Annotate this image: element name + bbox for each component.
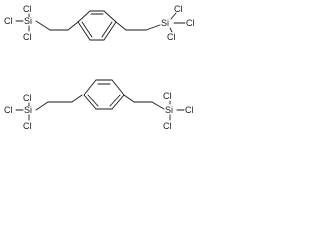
left-cl-bottom-label: Cl: [23, 121, 32, 131]
benzene-ring-meta: [83, 79, 125, 110]
right-si-label: Si: [165, 105, 173, 115]
benzene-ring-para: [77, 10, 117, 41]
bond-si-cl-bottom-right: [169, 27, 173, 33]
right-cl-top-label: Cl: [163, 91, 172, 101]
left-cl-top-label: Cl: [23, 93, 32, 103]
ring-double-bond-right: [101, 21, 113, 38]
left-si-label: Si: [24, 16, 32, 26]
bond-chain-left-1: [35, 101, 49, 111]
left-cl-bottom-label: Cl: [23, 32, 32, 42]
bond-chain-left-3: [67, 21, 79, 31]
ring-double-bond-left: [87, 94, 99, 107]
ring-outline: [77, 10, 117, 41]
bond-si-cl-top-right: [170, 12, 177, 20]
bond-chain-right-1: [115, 21, 127, 31]
left-cl-top-label: Cl: [23, 4, 32, 14]
right-cl-top-label: Cl: [174, 4, 183, 14]
para-isomer-structure: Cl Cl Si Cl Cl Si Cl Cl: [4, 4, 195, 42]
left-si-label: Si: [24, 105, 32, 115]
right-cl-mid-label: Cl: [185, 105, 194, 115]
bond-chain-right-3: [145, 24, 161, 31]
meta-isomer-structure: Cl Cl Si Cl Cl Si Cl Cl: [4, 79, 194, 131]
bond-chain-left-3: [71, 94, 83, 103]
right-cl-mid-label: Cl: [186, 18, 195, 28]
right-cl-bottom-label: Cl: [163, 121, 172, 131]
bond-chain-left-1: [35, 20, 51, 31]
right-cl-bottom-label: Cl: [167, 32, 176, 42]
left-cl-mid-label: Cl: [4, 105, 13, 115]
ring-double-bond-left: [81, 21, 93, 38]
left-cl-mid-label: Cl: [4, 16, 13, 26]
bond-chain-right-1: [123, 94, 135, 103]
bond-chain-right-3: [151, 101, 165, 110]
chemical-structures-canvas: Cl Cl Si Cl Cl Si Cl Cl Cl: [4, 4, 195, 131]
right-si-label: Si: [161, 18, 169, 28]
ring-double-bond-right: [109, 94, 121, 107]
